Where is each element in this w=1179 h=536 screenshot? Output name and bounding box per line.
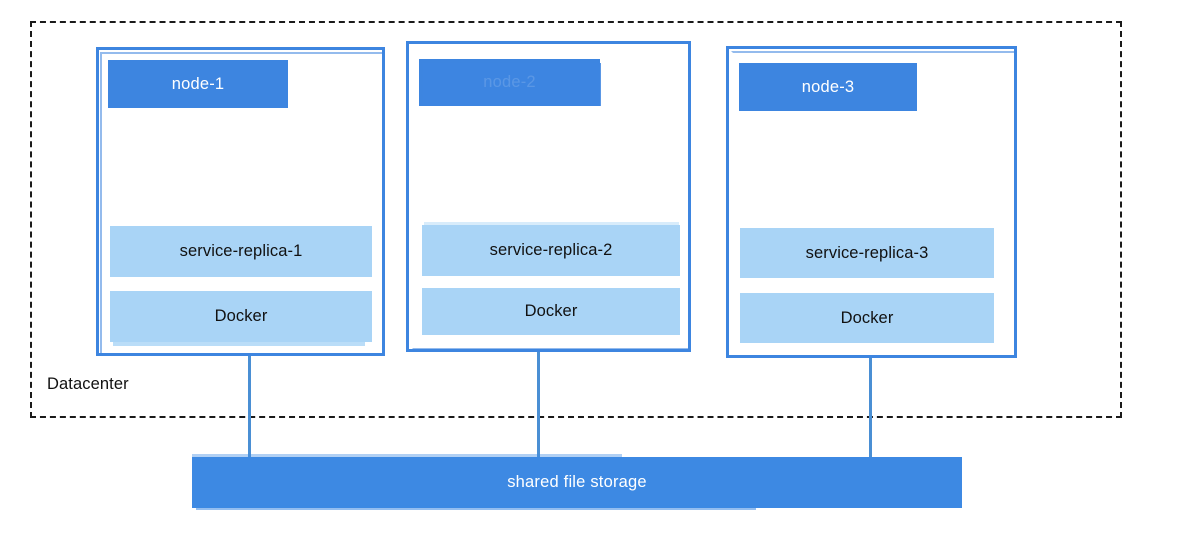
component-service-replica-2[interactable]: service-replica-2 <box>422 225 680 276</box>
node-header-node-2[interactable]: node-2 <box>419 59 600 106</box>
component-label: Docker <box>524 302 578 320</box>
component-service-replica-3[interactable]: service-replica-3 <box>740 228 994 278</box>
shared-file-storage-bar[interactable]: shared file storage <box>192 457 962 508</box>
shared-file-storage-label: shared file storage <box>507 473 647 491</box>
component-docker-3[interactable]: Docker <box>740 293 994 343</box>
datacenter-boundary <box>30 21 1122 418</box>
node-header-label: node-3 <box>801 77 855 96</box>
node-header-label: node-2 <box>483 73 536 91</box>
connector-node-2-to-storage <box>537 352 540 458</box>
component-label: Docker <box>840 308 894 327</box>
component-label: Docker <box>214 307 268 325</box>
node-header-node-1[interactable]: node-1 <box>108 60 288 108</box>
component-label: service-replica-2 <box>489 241 613 259</box>
node-header-label: node-1 <box>171 74 225 93</box>
component-docker-1[interactable]: Docker <box>110 291 372 342</box>
datacenter-label: Datacenter <box>47 375 129 393</box>
component-service-replica-1[interactable]: service-replica-1 <box>110 226 372 277</box>
connector-node-3-to-storage <box>869 358 872 458</box>
component-docker-2[interactable]: Docker <box>422 288 680 335</box>
component-label: service-replica-1 <box>179 242 303 260</box>
component-label: service-replica-3 <box>805 243 929 262</box>
node-header-node-3[interactable]: node-3 <box>739 63 917 111</box>
connector-node-1-to-storage <box>248 356 251 458</box>
